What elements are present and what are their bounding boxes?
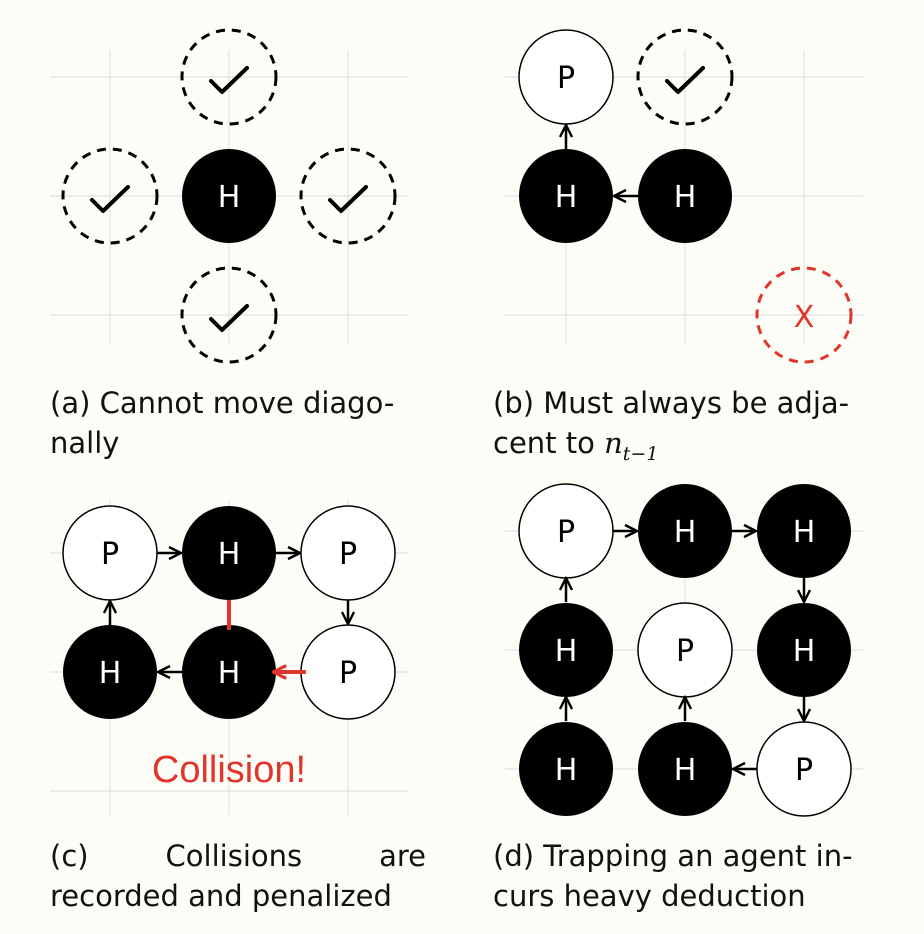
head-node: H [182, 506, 276, 600]
caption-line: curs heavy deduction [493, 879, 806, 913]
caption-tag: (d) [493, 839, 535, 873]
svg-text:P: P [557, 61, 575, 96]
svg-text:X: X [794, 300, 815, 335]
svg-text:P: P [676, 634, 694, 669]
caption-math: nt−1 [604, 426, 659, 465]
svg-text:H: H [674, 180, 697, 215]
svg-text:H: H [555, 180, 578, 215]
path-node: P [756, 721, 852, 817]
panel-c: P H P H H P Collision! [50, 500, 408, 815]
svg-text:H: H [793, 634, 816, 669]
caption-line: Must always be adja- [543, 386, 850, 420]
svg-text:P: P [795, 753, 813, 788]
svg-text:P: P [101, 537, 119, 572]
caption-c: (c) Collisions are recorded and penalize… [50, 836, 426, 916]
check-icon [90, 185, 130, 213]
caption-line: Trapping an agent in- [543, 839, 853, 873]
valid-move-top [180, 28, 278, 126]
head-node: H [757, 603, 851, 697]
check-icon [209, 66, 249, 94]
svg-text:H: H [674, 515, 697, 550]
check-icon [209, 304, 249, 332]
caption-word: Collisions [165, 839, 303, 873]
svg-text:P: P [339, 656, 357, 691]
path-node: P [62, 505, 158, 601]
panel-b: P H H X [505, 28, 863, 364]
path-node: P [518, 483, 614, 579]
caption-tag: (a) [50, 386, 91, 420]
collision-label: Collision! [152, 749, 306, 791]
head-node: H [63, 625, 157, 719]
caption-d: (d) Trapping an agent in- curs heavy ded… [493, 836, 879, 916]
head-node: H [182, 149, 276, 243]
head-node: H [757, 484, 851, 578]
head-node: H [638, 149, 732, 243]
svg-text:H: H [555, 634, 578, 669]
valid-move-right [299, 147, 397, 245]
caption-word: are [379, 839, 426, 873]
path-node: P [300, 505, 396, 601]
svg-text:H: H [218, 656, 241, 691]
svg-text:P: P [557, 515, 575, 550]
check-icon [328, 185, 368, 213]
valid-move-bottom [180, 266, 278, 364]
svg-text:H: H [218, 537, 241, 572]
valid-move [636, 28, 734, 126]
check-icon [665, 66, 705, 94]
head-node: H [519, 149, 613, 243]
caption-tag: (c) [50, 839, 89, 873]
path-node: P [518, 29, 614, 125]
caption-line: recorded and penalized [50, 879, 392, 913]
caption-b: (b) Must always be adja- cent to nt−1 [493, 383, 879, 474]
head-node: H [519, 603, 613, 697]
svg-text:H: H [555, 753, 578, 788]
head-node: H [519, 722, 613, 816]
svg-text:H: H [218, 180, 241, 215]
caption-line: cent to [493, 426, 595, 460]
svg-text:H: H [793, 515, 816, 550]
head-node: H [638, 484, 732, 578]
invalid-move: X [755, 266, 853, 364]
caption-line: Cannot move diago- [99, 386, 395, 420]
svg-text:H: H [99, 656, 122, 691]
trapped-path-node: P [637, 602, 733, 698]
svg-text:H: H [674, 753, 697, 788]
caption-line: nally [50, 426, 120, 460]
caption-a: (a) Cannot move diago- nally [50, 383, 426, 463]
valid-move-left [61, 147, 159, 245]
head-node: H [182, 625, 276, 719]
panel-a: H [50, 28, 408, 364]
panel-d: P H H H P H H H [505, 483, 863, 817]
svg-text:P: P [339, 537, 357, 572]
caption-tag: (b) [493, 386, 535, 420]
path-node: P [300, 624, 396, 720]
head-node: H [638, 722, 732, 816]
